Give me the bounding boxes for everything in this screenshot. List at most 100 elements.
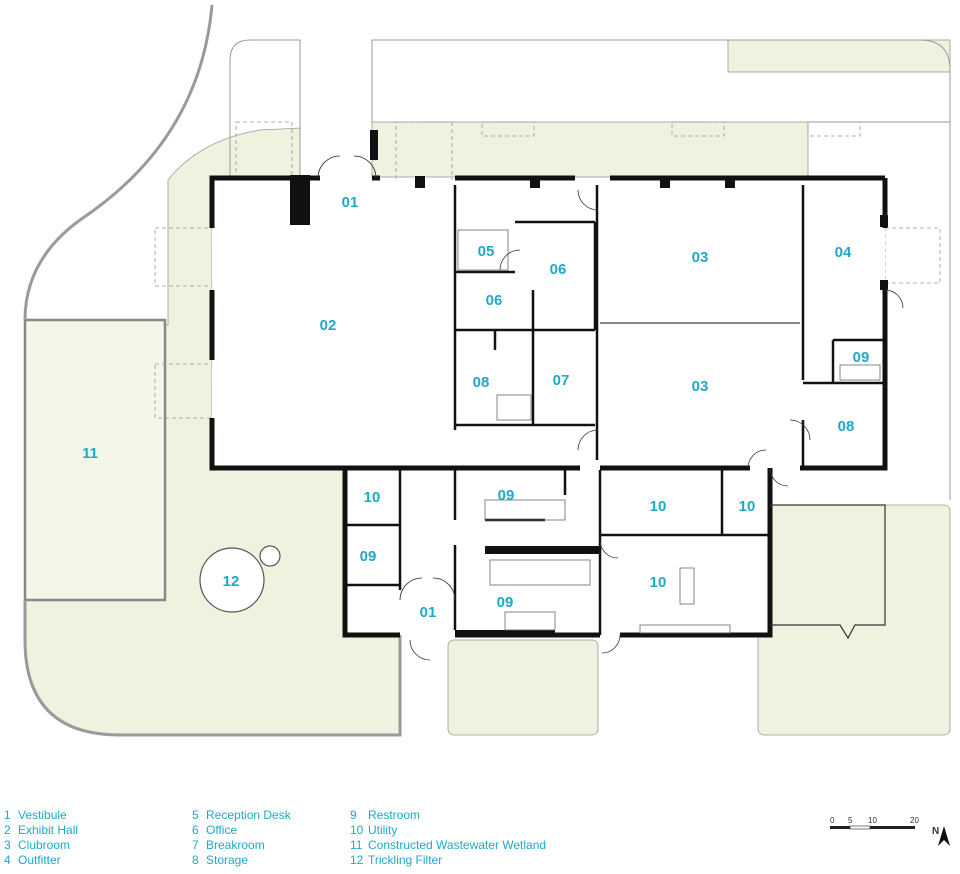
fixture-row-3 (489, 559, 591, 586)
wetland-area (23, 318, 167, 602)
west-wall-b (209, 418, 580, 471)
fixtures (457, 229, 881, 634)
main-block-fill (212, 180, 885, 470)
room-label: 03 (692, 249, 709, 266)
mech-unit (679, 567, 695, 605)
col-3 (880, 280, 888, 290)
filter-pump (259, 545, 281, 567)
room-label: 10 (364, 489, 381, 506)
door-8 (399, 577, 423, 601)
trickling-filter (199, 545, 281, 613)
room-label: 09 (498, 487, 515, 504)
walk-north (371, 39, 951, 500)
fixture-09a (839, 364, 881, 381)
landscape-areas (23, 39, 951, 736)
room-label: 08 (838, 418, 855, 435)
room-labels: 01 02 03 03 04 05 06 06 07 08 08 09 09 0… (82, 194, 869, 621)
scale-bar: 0 5 10 20 N (830, 816, 950, 846)
door-7 (884, 289, 904, 309)
south-lawn-1 (447, 639, 599, 736)
bench (639, 624, 731, 634)
filter-tank (199, 547, 265, 613)
columns (290, 130, 888, 290)
scale-tick-5: 5 (848, 816, 853, 825)
scale-seg-2 (849, 825, 871, 830)
room-label: 10 (739, 498, 756, 515)
north-label: N (932, 826, 939, 837)
counter-05 (457, 229, 509, 271)
scale-tick-10: 10 (868, 816, 877, 825)
north-east-lawn (727, 39, 951, 73)
scale-tick-0: 0 (830, 816, 835, 825)
door-swings (317, 155, 904, 661)
room-label: 08 (473, 374, 490, 391)
scale-tick-20: 20 (910, 816, 919, 825)
room-label: 06 (486, 292, 503, 309)
fixture-row-1 (496, 394, 532, 421)
scale-seg-1 (830, 826, 850, 829)
room-label: 05 (478, 243, 495, 260)
door-12 (601, 634, 621, 654)
south-wing-c (620, 468, 773, 638)
room-label: 09 (360, 548, 377, 565)
room-label: 04 (835, 244, 852, 261)
north-lawn (371, 121, 809, 178)
room-label: 06 (550, 261, 567, 278)
curved-road (23, 4, 214, 321)
building-fill (212, 180, 885, 635)
interior-walls (345, 185, 885, 636)
walk-west (229, 39, 301, 180)
north-arrow-icon (938, 826, 950, 846)
room-label: 09 (497, 594, 514, 611)
canopy-north-2 (671, 121, 725, 137)
room-label: 09 (853, 349, 870, 366)
room-label: 10 (650, 574, 667, 591)
pergola (770, 504, 886, 640)
south-lawn-2 (757, 504, 951, 736)
door-5 (577, 429, 599, 451)
door-2 (353, 155, 377, 179)
col-1 (290, 175, 310, 225)
col-8 (880, 215, 888, 227)
fixture-row-2 (484, 499, 566, 521)
canopy-east (884, 227, 941, 284)
room-label: 10 (650, 498, 667, 515)
south-wing-wall (342, 468, 400, 638)
canopy-north-1 (481, 121, 535, 137)
col-7 (725, 176, 735, 188)
floor-plan: 01 02 03 03 04 05 06 06 07 08 08 09 09 0… (23, 4, 951, 737)
door-4 (499, 249, 521, 271)
col-5 (530, 176, 540, 188)
room-label: 03 (692, 378, 709, 395)
door-11 (599, 539, 619, 559)
north-wall (209, 175, 320, 228)
site-boundary (23, 470, 402, 737)
east-wall-b (800, 285, 888, 471)
col-6 (660, 176, 670, 188)
room-label: 01 (342, 194, 359, 211)
canopy-north-3 (807, 121, 861, 137)
col-2 (370, 130, 378, 160)
door-1 (317, 155, 341, 179)
room-label: 07 (553, 372, 570, 389)
room-label: 01 (420, 604, 437, 621)
room-label: 02 (320, 317, 337, 334)
room-label: 11 (82, 445, 98, 462)
room-label: 12 (223, 573, 240, 590)
fixture-row-4 (504, 611, 556, 631)
